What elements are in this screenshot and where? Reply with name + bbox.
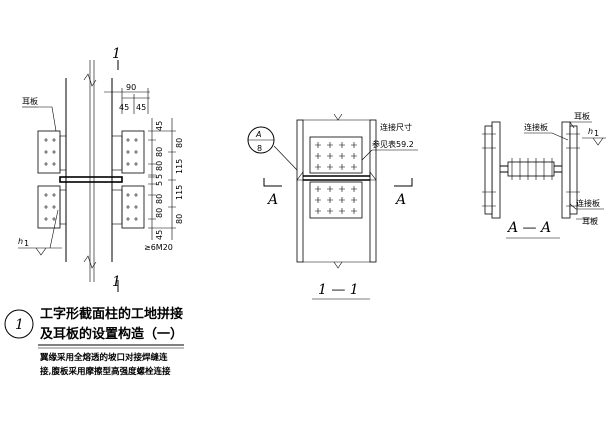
svg-text:80: 80 bbox=[155, 194, 164, 204]
web-bolt-group bbox=[315, 142, 357, 214]
ear-plate-label: 耳板 bbox=[22, 96, 38, 106]
flange-butt-weld bbox=[59, 176, 123, 183]
flange-splice-plate-left bbox=[484, 125, 493, 215]
right-splice-plate-upper bbox=[121, 130, 145, 174]
section-caption-a-a: A — A bbox=[506, 220, 551, 236]
ear-plate-label-bottom: 耳板 bbox=[582, 216, 598, 226]
title-block: 1 工字形截面柱的工地拼接 及耳板的设置构造（一） 翼缘采用全熔透的坡口对接焊缝… bbox=[4, 306, 184, 377]
svg-text:5: 5 bbox=[155, 181, 164, 186]
dim-chain-outer: 80 115 115 80 bbox=[175, 138, 184, 224]
svg-text:80: 80 bbox=[155, 147, 164, 157]
connecting-plate-label-top: 连接板 bbox=[524, 122, 548, 132]
detail-title-line2: 及耳板的设置构造（一） bbox=[40, 326, 183, 342]
elevation-mark-aa: h bbox=[588, 127, 593, 136]
section-a-a: 连接板 耳板 连接板 耳板 h 1 A — A bbox=[482, 111, 606, 239]
cut-mark-top: 1 bbox=[112, 46, 121, 62]
callout-letter: A bbox=[255, 130, 261, 139]
cut-mark-a-left: A bbox=[266, 192, 278, 208]
svg-text:80: 80 bbox=[155, 161, 164, 171]
svg-text:80: 80 bbox=[175, 214, 184, 224]
detail-number-circle bbox=[4, 309, 34, 339]
svg-text:1: 1 bbox=[24, 239, 29, 248]
dim-top-90: 90 bbox=[126, 83, 136, 92]
dim-top-45a: 45 bbox=[119, 103, 129, 112]
bolt-group-left bbox=[44, 138, 56, 221]
svg-text:1: 1 bbox=[594, 129, 599, 138]
connection-size-note-line2: 参见表59.2 bbox=[372, 139, 414, 149]
detail-note-line2: 接,腹板采用摩擦型高强度螺栓连接 bbox=[40, 366, 171, 377]
left-ear-plate-upper bbox=[37, 130, 61, 174]
dim-chain-inner: 45 80 80 5 5 80 80 45 bbox=[155, 121, 164, 240]
bolt-group-right bbox=[126, 138, 138, 221]
web-bolts-aa bbox=[511, 158, 553, 180]
svg-text:80: 80 bbox=[155, 208, 164, 218]
connecting-plate-label-bottom: 连接板 bbox=[576, 198, 600, 208]
svg-text:115: 115 bbox=[175, 159, 184, 174]
cut-mark-a-right: A bbox=[394, 192, 406, 208]
svg-text:5: 5 bbox=[155, 174, 164, 179]
svg-text:45: 45 bbox=[155, 121, 164, 131]
bolt-count-note: ≥6M20 bbox=[144, 243, 173, 252]
svg-text:80: 80 bbox=[175, 138, 184, 148]
right-splice-plate-lower bbox=[121, 185, 145, 229]
flange-splice-plate-right bbox=[569, 125, 578, 215]
column-splice-elevation: 耳板 1 1 90 45 45 45 80 80 5 5 80 80 bbox=[18, 46, 184, 292]
detail-note-line1: 翼缘采用全熔透的坡口对接焊缝连 bbox=[39, 352, 168, 363]
dim-top-45b: 45 bbox=[136, 103, 146, 112]
elevation-mark-h: h bbox=[18, 237, 23, 246]
callout-number: 8 bbox=[257, 144, 262, 153]
detail-number: 1 bbox=[15, 317, 24, 333]
svg-text:45: 45 bbox=[155, 230, 164, 240]
left-ear-plate-lower bbox=[37, 185, 61, 229]
section-caption-1-1: 1 — 1 bbox=[318, 282, 359, 298]
ear-plate-label-top: 耳板 bbox=[574, 111, 590, 121]
detail-title-line1: 工字形截面柱的工地拼接 bbox=[40, 306, 183, 322]
section-1-1: A 8 连接尺寸 参见表59.2 A A 1 — 1 bbox=[247, 113, 418, 300]
connection-size-note-line1: 连接尺寸 bbox=[380, 122, 412, 132]
svg-text:115: 115 bbox=[175, 185, 184, 200]
web-splice-plates-aa bbox=[507, 161, 555, 177]
cut-mark-bottom: 1 bbox=[112, 274, 121, 290]
